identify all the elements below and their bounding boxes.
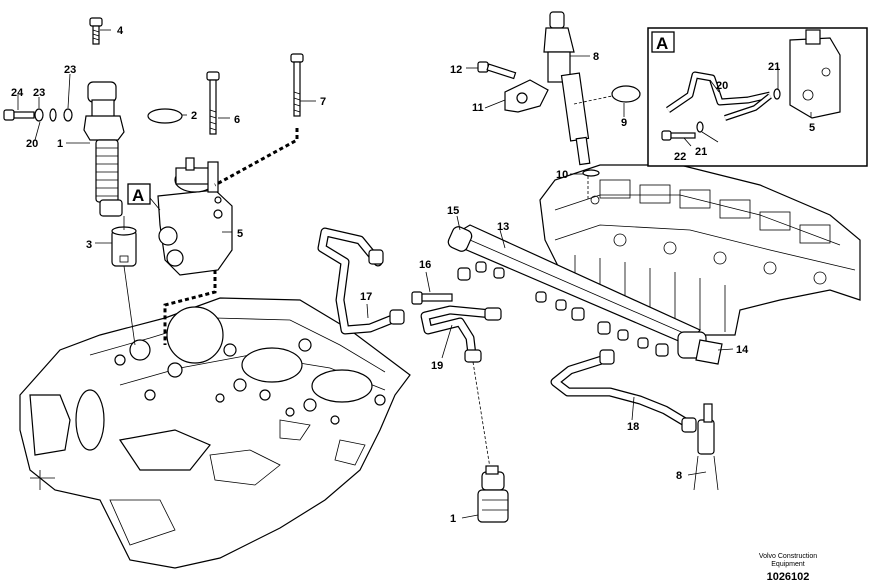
label-24: 24: [11, 87, 24, 99]
bolt-6: [206, 71, 220, 135]
label-13: 13: [497, 221, 509, 233]
label-15: 15: [447, 205, 459, 217]
sleeve-3: [111, 226, 137, 267]
label-1-bottom: 1: [450, 513, 456, 525]
label-16: 16: [419, 259, 431, 271]
fuel-pipe-17: [317, 227, 405, 335]
assembly-line-5: [163, 270, 217, 345]
bolt-16: [411, 291, 453, 305]
label-11: 11: [472, 102, 484, 114]
assembly-line-7: [214, 128, 299, 187]
bolt-24-washers: [3, 108, 73, 122]
label-19: 19: [431, 360, 443, 372]
label-14: 14: [736, 344, 749, 356]
credit-line-2: Equipment: [771, 561, 805, 568]
leader-lines: [17, 29, 812, 519]
svg-text:A: A: [132, 186, 144, 205]
label-8-bottom: 8: [676, 470, 682, 482]
label-23-top: 23: [64, 64, 76, 76]
injector-8-bottom: [693, 403, 719, 491]
pump-housing-5: [157, 157, 233, 276]
label-6: 6: [234, 114, 240, 126]
label-10: 10: [556, 169, 568, 181]
fuel-pipe-18: [550, 349, 697, 433]
engine-block-left: [19, 297, 411, 569]
label-1: 1: [57, 138, 63, 150]
rail-fittings: [457, 261, 669, 357]
label-8: 8: [593, 51, 599, 63]
credit-line-1: Volvo Construction: [759, 553, 817, 560]
detail-view-a: A: [647, 27, 868, 167]
fuel-rail-13: [447, 224, 701, 346]
view-marker-a: A: [127, 183, 161, 211]
cylinder-head-right: [539, 164, 861, 336]
bolt-12: [477, 61, 517, 80]
label-21-detail-top: 21: [768, 61, 780, 73]
o-ring-2: [147, 108, 183, 124]
label-9: 9: [621, 117, 627, 129]
footer-credit: Volvo Construction Equipment 1026102: [759, 553, 817, 583]
doc-number: 1026102: [767, 571, 810, 583]
pressure-sensor-14: [677, 331, 723, 365]
clamp-11: [504, 79, 549, 113]
label-7: 7: [320, 96, 326, 108]
o-ring-9: [611, 85, 641, 103]
injector-8: [543, 11, 591, 166]
label-2: 2: [191, 110, 197, 122]
label-5-detail: 5: [809, 122, 815, 134]
label-3: 3: [86, 239, 92, 251]
fuel-pipe-19: [420, 305, 502, 469]
injector-pump-1: [83, 81, 125, 217]
label-20-detail: 20: [716, 80, 728, 92]
detail-marker-a: A: [656, 34, 668, 53]
label-12: 12: [450, 64, 462, 76]
label-4: 4: [117, 25, 124, 37]
washer-10: [582, 169, 600, 177]
label-17: 17: [360, 291, 372, 303]
pump-element-1-bottom: [477, 465, 509, 523]
bolt-7: [290, 53, 304, 117]
callout-labels: 4 23 24 23 20 1 2 6 7 3 5 12 11 8 9 10 1…: [11, 25, 815, 525]
label-22-detail: 22: [674, 151, 686, 163]
label-18: 18: [627, 421, 639, 433]
label-21-detail: 21: [695, 146, 707, 158]
bolt-4: [89, 17, 103, 45]
label-20: 20: [26, 138, 38, 150]
label-23: 23: [33, 87, 45, 99]
label-5: 5: [237, 228, 243, 240]
